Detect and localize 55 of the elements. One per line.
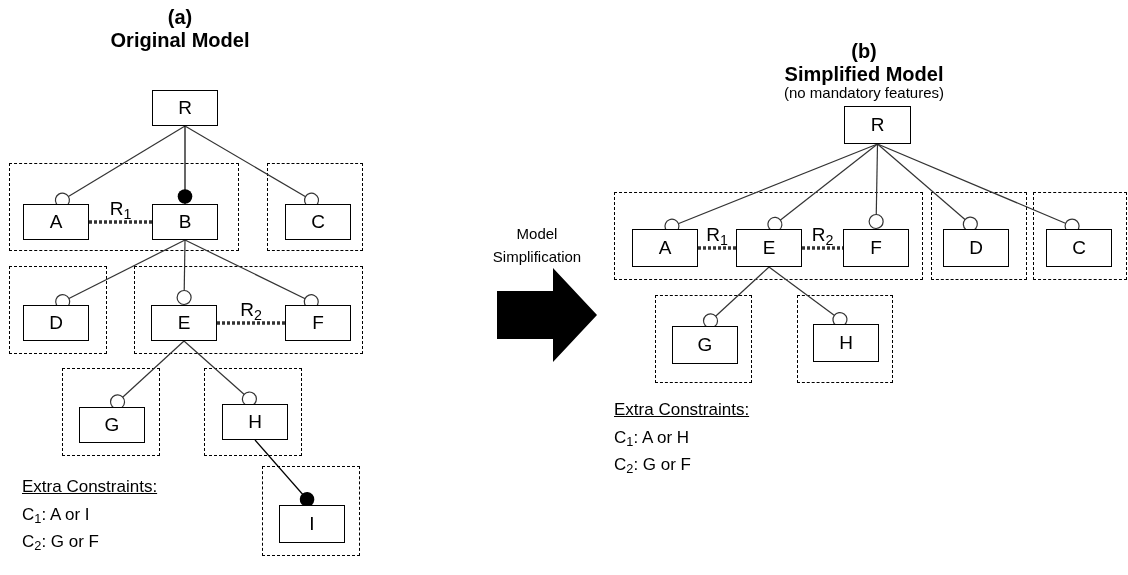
feature-box: C [1046,229,1112,267]
panel-label: (a) [167,6,193,28]
dotted-connector [217,321,285,325]
constraints-heading: Extra Constraints: [614,400,750,419]
feature-box: B [152,204,218,240]
dashed-group-box [614,192,923,280]
constraint-text: C$_{1}$: A or I [22,505,90,524]
dashed-group-box [655,295,752,383]
dashed-group-box [1033,192,1127,280]
connector-line [868,143,884,230]
constraints-heading: Extra Constraints: [22,477,158,496]
connector-line [183,340,257,407]
connector-line [876,143,978,232]
feature-box: H [813,324,879,362]
dashed-group-box [9,266,107,354]
feature-box: D [23,305,89,341]
feature-box: D [943,229,1009,267]
feature-box: F [285,305,351,341]
feature-box: H [222,404,288,440]
connector-line [254,439,315,507]
dashed-group-box [134,266,363,354]
panel-subtitle: (no mandatory features) [783,84,945,101]
panel-title: Simplified Model [784,63,944,85]
panel-label: (b) [851,40,877,62]
arrow-caption: Model Simplification [492,225,582,265]
feature-box: C [285,204,351,240]
feature-box: F [843,229,909,267]
feature-box: R [844,106,911,144]
panel-title: Original Model [110,29,250,51]
dashed-group-box [931,192,1027,280]
dashed-group-box [797,295,893,383]
connector-line [177,125,193,205]
feature-box: G [79,407,145,443]
constraint-text: C$_{2}$: G or F [22,532,99,551]
constraint-text: C$_{1}$: A or H [614,428,690,447]
dotted-connector [802,246,843,250]
dashed-group-box [267,163,363,251]
dotted-connector [698,246,736,250]
feature-box: I [279,505,345,543]
connector-line [702,266,770,329]
dashed-group-box [9,163,239,251]
constraint-text: C$_{2}$: G or F [614,455,691,474]
dashed-group-box [204,368,302,456]
feature-box: R [152,90,218,126]
connector-line [767,143,879,232]
feature-box: A [632,229,698,267]
dotted-connector [89,220,152,224]
connector-line [109,340,185,410]
feature-box: G [672,326,738,364]
feature-box: A [23,204,89,240]
feature-box: E [151,305,217,341]
feature-box: E [736,229,802,267]
dashed-group-box [62,368,160,456]
dashed-group-box [262,466,360,556]
connector-line [176,239,192,306]
